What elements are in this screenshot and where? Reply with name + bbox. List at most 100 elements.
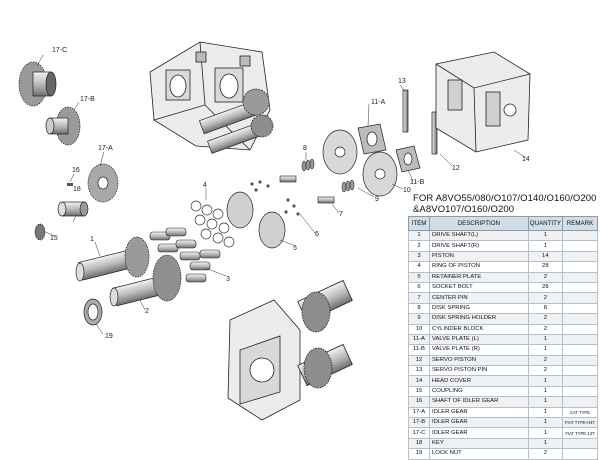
cell-remark [561,448,599,460]
callout-3: 3 [226,276,230,283]
cell-quantity: 1 [527,375,563,387]
valve-plate-11b [395,145,421,173]
callout-6: 6 [315,231,319,238]
lower-pump-assembly [227,279,353,421]
model-title-line-1: FOR A8VO55/080/O107/O140/O160/O200 [413,193,597,204]
cell-item: 15 [408,385,430,398]
model-title-line-2: &A8VO107/O160/O200 [413,204,515,215]
table-header-row: ITEM DESCRIPTION QUANTITY REMARK [408,216,599,231]
callout-10: 10 [403,187,411,194]
cell-remark: FIAT TYPE-13T [561,427,599,439]
cell-description: RING OF PISTON [429,261,529,273]
cell-description: DISK SPRING [429,302,529,315]
cell-item: 10 [408,323,430,335]
cell-item: 17-B [408,417,430,429]
cylinder-block-10 [322,129,398,197]
cell-item: 1 [408,229,430,242]
cell-item: 2 [408,240,430,252]
idler-shaft-16 [57,201,89,217]
header-quantity: QUANTITY [527,216,563,231]
callout-2: 2 [145,308,149,315]
cell-description: IDLER GEAR [429,406,529,419]
cell-remark [561,229,599,242]
cell-item: 18 [408,437,430,450]
cell-description: RETAINER PLATE [429,271,529,283]
cell-quantity: 2 [527,323,563,335]
cell-remark [561,261,599,273]
cell-remark [561,437,599,450]
cell-item: 9 [408,313,430,325]
cell-remark [561,344,599,356]
cell-item: 4 [408,261,430,273]
callout-11b: 11-B [410,179,425,186]
cell-description: DISK SPRING HOLDER [429,313,529,325]
cell-remark: FIAT TYPE-H4T [561,417,599,429]
cell-quantity: 1 [527,344,563,356]
callout-9: 9 [375,196,379,203]
lock-nut-19 [83,298,103,326]
cell-quantity: 2 [527,365,563,377]
callout-7: 7 [339,211,343,218]
cell-remark [561,271,599,283]
cell-quantity: 1 [527,406,563,419]
cell-description: COUPLING [429,385,529,398]
cell-item: 14 [408,375,430,387]
cell-remark: CAT TYPE [561,406,599,419]
cell-remark [561,240,599,252]
callout-17b: 17-B [80,96,95,103]
socket-bolts-6 [250,180,300,216]
key-18 [67,183,73,186]
cell-quantity: 1 [527,427,563,439]
cell-quantity: 1 [527,229,563,242]
cell-item: 8 [408,302,430,315]
callout-15: 15 [50,235,58,242]
cell-description: KEY [429,437,529,450]
cell-remark [561,396,599,408]
drive-shaft-1 [75,236,150,282]
cell-description: LOCK NUT [429,448,529,460]
cell-quantity: 28 [527,261,563,273]
callout-16a: 16 [72,167,80,174]
retainer-plate-5 [226,191,286,249]
cell-remark [561,302,599,315]
cell-item: 13 [408,365,430,377]
cell-quantity: 1 [527,396,563,408]
upper-pump-housing [149,41,271,151]
cell-quantity: 2 [527,292,563,304]
cell-description: DRIVE SHAFT(L) [429,229,529,242]
cell-item: 5 [408,271,430,283]
header-remark: REMARK [561,216,599,231]
callout-leader-lines [36,54,527,335]
cell-quantity: 1 [527,333,563,346]
cell-quantity: 8 [527,302,563,315]
cell-item: 11-A [408,333,430,346]
callout-labels: 17-C 17-B 17-A 16 18 15 1 2 19 3 4 5 6 7… [50,47,530,340]
cell-item: 17-A [408,406,430,419]
callout-1: 1 [90,236,94,243]
cell-description: SERVO PISTON PIN [429,365,529,377]
callout-14: 14 [522,156,530,163]
callout-17c: 17-C [52,47,67,54]
drive-shaft-2 [109,254,182,307]
callout-4: 4 [203,182,207,189]
callout-11a: 11-A [371,99,386,106]
cell-description: DRIVE SHAFT(R) [429,240,529,252]
cell-item: 6 [408,281,430,294]
cell-item: 3 [408,250,430,263]
cell-description: PISTON [429,250,529,263]
cell-description: VALVE PLATE (R) [429,344,529,356]
disk-spring-8 [301,158,355,193]
